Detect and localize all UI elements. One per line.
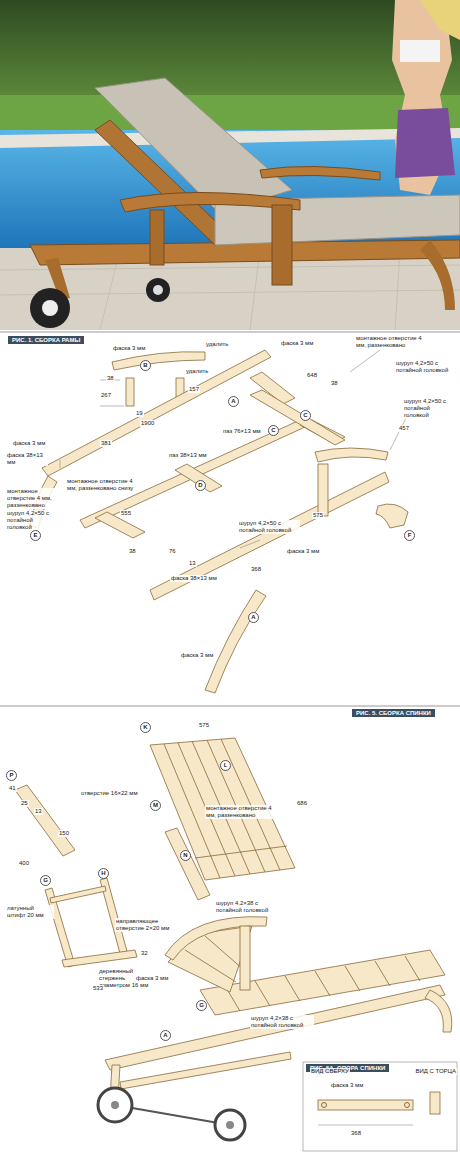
dimension-note: 32 (140, 950, 149, 957)
dimension-note: 38 (106, 375, 115, 382)
dimension-note: 400 (18, 860, 30, 867)
callout-letter: M (150, 800, 161, 811)
dimension-note: 1900 (140, 420, 155, 427)
callout-letter: B (140, 360, 151, 371)
dimension-note: 13 (188, 560, 197, 567)
photo (0, 0, 460, 330)
dimension-note: паз 38×13 мм (168, 452, 208, 459)
dimension-note: 19 (135, 410, 144, 417)
callout-letter: A (248, 612, 259, 623)
dimension-note: удалить (185, 368, 209, 375)
figure-title: РИС. 1. СБОРКА РАМЫ (12, 337, 80, 343)
detail-panel (303, 1062, 457, 1151)
callout-letter: P (6, 770, 17, 781)
dimension-note: шуруп 4,2×50 с потайной головкой (6, 510, 58, 531)
dimension-note: 267 (100, 392, 112, 399)
frame-parts (30, 350, 408, 693)
dimension-note: 648 (306, 372, 318, 379)
dimension-note: 157 (188, 386, 200, 393)
back-parts (15, 738, 452, 1100)
dimension-note: фаска 3 мм (112, 345, 146, 352)
dimension-note: фаска 3 мм (12, 440, 46, 447)
dimension-note: монтажное отверстие 4 мм, раззенковано (355, 335, 427, 349)
dimension-note: фаска 3 мм (286, 548, 320, 555)
leader-lines (60, 350, 410, 548)
dimension-note: фаска 3 мм (280, 340, 314, 347)
dimension-note: шуруп 4,2×50 с потайной головкой (395, 360, 457, 374)
dimension-note: 457 (398, 425, 410, 432)
dimension-note: удалить (205, 341, 229, 348)
dimension-note: 555 (120, 510, 132, 517)
dimension-note: 575 (312, 512, 324, 519)
callout-letter: A (228, 396, 239, 407)
dimension-note: 150 (58, 830, 70, 837)
dimension-note: 38 (128, 548, 137, 555)
callout-letter: G (196, 1000, 207, 1011)
dimension-note: 41 (8, 785, 17, 792)
dimension-note: направляющее отверстие 2×20 мм (115, 918, 177, 932)
callout-letter: H (98, 868, 109, 879)
dimension-note: 381 (100, 440, 112, 447)
dimension-note: монтажное отверстие 4 мм, раззенковано с… (66, 478, 136, 492)
callout-letter: N (180, 850, 191, 861)
dimension-note: ВИД С ТОРЦА (414, 1068, 457, 1075)
dimension-note: 25 (20, 800, 29, 807)
callout-letter: D (195, 480, 206, 491)
dimension-note: шуруп 4,2×38 с потайной головкой (215, 900, 277, 914)
dimension-note: фаска 38×13 мм (170, 575, 218, 582)
wheels (98, 1088, 245, 1140)
callout-letter: A (160, 1030, 171, 1041)
figure-heading-band: РИС. 5. СБОРКА СПИНКИ (352, 709, 435, 717)
dimension-note: монтажное отверстие 4 мм, раззенковано (205, 805, 277, 819)
callout-letter: C (268, 425, 279, 436)
dimension-note: шуруп 4,2×50 с потайной головкой (238, 520, 300, 534)
dimension-note: 368 (250, 566, 262, 573)
dimension-note: 686 (296, 800, 308, 807)
dimension-note: фаска 38×13 мм (6, 452, 48, 466)
callout-letter: L (220, 760, 231, 771)
dimension-note: монтажное отверстие 4 мм, раззенковано (6, 488, 56, 509)
dimension-note: 38 (330, 380, 339, 387)
dimension-note: 368 (350, 1130, 362, 1137)
dimension-note: 533 (92, 985, 104, 992)
dimension-note: ВИД СВЕРХУ (310, 1068, 350, 1075)
callout-letter: C (300, 410, 311, 421)
dimension-note: 575 (198, 722, 210, 729)
callout-letter: F (404, 530, 415, 541)
dimension-note: 13 (34, 808, 43, 815)
dimension-note: фаска 3 мм (135, 975, 169, 982)
figure-title: РИС. 5. СБОРКА СПИНКИ (356, 710, 431, 716)
dimension-note: шуруп 4,2×50 с потайной головкой (403, 398, 457, 419)
dimension-note: фаска 3 мм (330, 1082, 364, 1089)
dimension-note: паз 76×13 мм (222, 428, 262, 435)
callout-letter: K (140, 722, 151, 733)
figure-heading-band: РИС. 1. СБОРКА РАМЫ (8, 336, 84, 344)
dimension-note: фаска 3 мм (180, 652, 214, 659)
callout-letter: E (30, 530, 41, 541)
callout-letter: G (40, 875, 51, 886)
dimension-note: латунный штифт 20 мм (6, 905, 54, 919)
dimension-note: 76 (168, 548, 177, 555)
dimension-note: отверстие 16×22 мм (80, 790, 142, 797)
dimension-note: шуруп 4,2×38 с потайной головкой (250, 1015, 314, 1029)
